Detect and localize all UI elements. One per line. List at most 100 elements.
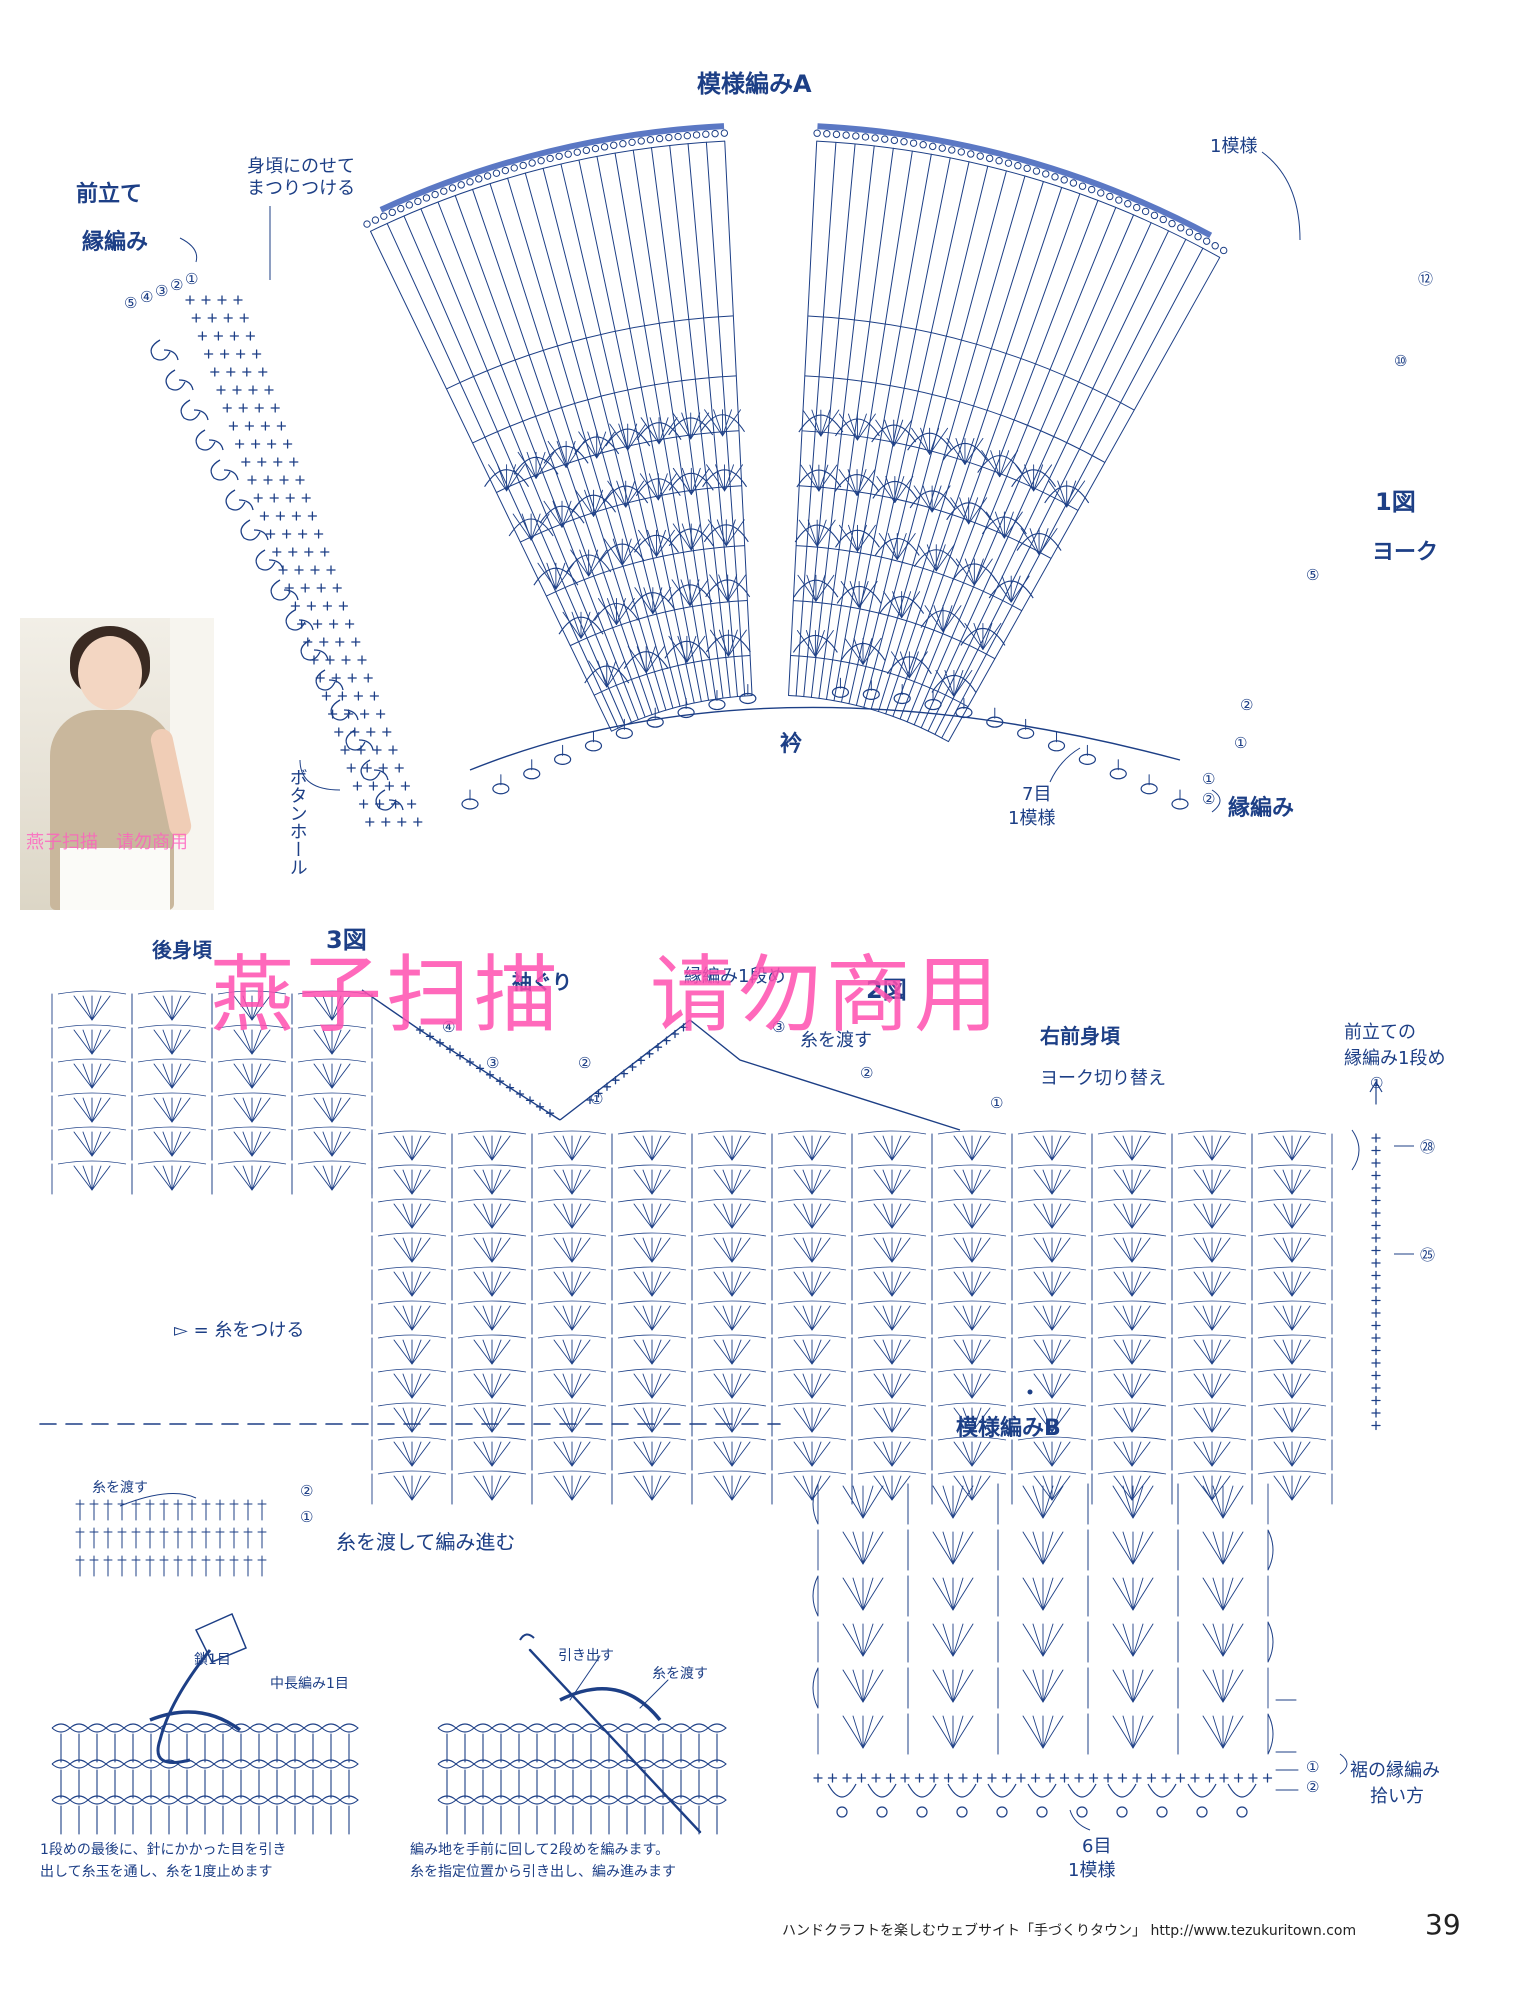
shell-stitch-1948 bbox=[971, 1441, 982, 1467]
shell-stitch-1538 bbox=[722, 1305, 733, 1331]
yoke-left-fan-143 bbox=[625, 480, 645, 508]
small-row-mark-2: ② bbox=[300, 1482, 314, 1500]
shell-stitch-1986 bbox=[402, 1475, 413, 1501]
shell-stitch-1162 bbox=[802, 1169, 813, 1195]
shell-stitch-873 bbox=[153, 1029, 173, 1055]
pattern-b-shell-2484 bbox=[862, 1485, 874, 1519]
armhole-edge-2082 bbox=[559, 1019, 691, 1121]
chain-arc-1944 bbox=[857, 1436, 927, 1441]
leader-line-2479 bbox=[569, 1655, 601, 1701]
shell-stitch-1669 bbox=[1051, 1339, 1071, 1365]
shell-stitch-1164 bbox=[811, 1169, 822, 1195]
yoke-left-fan-95 bbox=[588, 549, 608, 577]
shell-stitch-1725 bbox=[651, 1373, 671, 1399]
shell-stitch-1866 bbox=[1122, 1407, 1133, 1433]
shell-stitch-1284 bbox=[1051, 1203, 1062, 1229]
chain-arc-1056 bbox=[617, 1130, 687, 1135]
chain-arc-1784 bbox=[1177, 1368, 1247, 1373]
shell-stitch-1484 bbox=[1131, 1271, 1142, 1297]
yoke-left-picot-243 bbox=[655, 134, 664, 143]
shell-stitch-1717 bbox=[571, 1373, 591, 1399]
pattern-b-shell-2664 bbox=[862, 1715, 874, 1749]
small-carry-yarn-2274 bbox=[119, 1493, 197, 1507]
shell-stitch-1597 bbox=[1291, 1305, 1311, 1331]
shell-stitch-1860 bbox=[1051, 1407, 1062, 1433]
yoke-left-fan-193 bbox=[640, 417, 660, 445]
shell-stitch-1465 bbox=[953, 1271, 973, 1297]
shell-stitch-1917 bbox=[651, 1441, 671, 1467]
chain-arc-1616 bbox=[457, 1334, 527, 1339]
shell-stitch-893 bbox=[331, 1029, 351, 1055]
pick-up-method-label: 拾い方 bbox=[1370, 1786, 1424, 1807]
yoke-left-fan-80 bbox=[718, 574, 729, 602]
hem-edging-label: 裾の縁編み bbox=[1350, 1760, 1440, 1781]
pattern-b-shell-2629 bbox=[862, 1669, 884, 1703]
shell-stitch-965 bbox=[91, 1131, 111, 1157]
pattern-b-turn-2696 bbox=[1267, 1713, 1274, 1755]
yoke-left-fan-199 bbox=[672, 412, 692, 440]
yoke-left-fan-149 bbox=[657, 473, 677, 501]
yoke-left-spoke-20 bbox=[724, 140, 753, 696]
shell-stitch-1340 bbox=[651, 1237, 662, 1263]
chain-arc-2008 bbox=[537, 1470, 607, 1475]
row-mark-5: ⑤ bbox=[124, 294, 138, 312]
page-number: 39 bbox=[1425, 1908, 1461, 1941]
shell-stitch-946 bbox=[242, 1097, 253, 1123]
shell-stitch-1825 bbox=[713, 1407, 733, 1433]
shell-stitch-1418 bbox=[482, 1271, 493, 1297]
chain-arc-1288 bbox=[1017, 1198, 1087, 1203]
shell-stitch-1857 bbox=[1033, 1407, 1053, 1433]
fabric-left-chain-2307 bbox=[339, 1723, 359, 1733]
shell-stitch-1125 bbox=[411, 1169, 431, 1195]
chain-arc-1624 bbox=[537, 1334, 607, 1339]
shell-stitch-1404 bbox=[1291, 1237, 1302, 1263]
fabric-right-chain-2407 bbox=[707, 1723, 727, 1733]
chain-arc-992 bbox=[297, 1126, 367, 1131]
pattern-b-shell-2654 bbox=[1212, 1669, 1224, 1703]
shell-stitch-964 bbox=[91, 1131, 102, 1157]
shell-stitch-897 bbox=[73, 1063, 93, 1089]
shell-stitch-2005 bbox=[571, 1475, 591, 1501]
shell-stitch-1756 bbox=[971, 1373, 982, 1399]
yoke-right-fan-339 bbox=[807, 519, 818, 547]
yoke-right-fan-440 bbox=[946, 437, 966, 465]
shell-stitch-1474 bbox=[1042, 1271, 1053, 1297]
shell-stitch-1450 bbox=[802, 1271, 813, 1297]
shell-stitch-913 bbox=[233, 1063, 253, 1089]
pattern-b-shell-2620 bbox=[1222, 1623, 1234, 1657]
shell-stitch-1580 bbox=[1131, 1305, 1142, 1331]
chain-arc-1480 bbox=[1017, 1266, 1087, 1271]
chain-arc-1952 bbox=[937, 1436, 1007, 1441]
yoke-left-picot-229 bbox=[528, 159, 536, 167]
shell-stitch-2050 bbox=[1042, 1475, 1053, 1501]
yoke-left-fan-134 bbox=[584, 489, 595, 517]
yoke-left-fan-86 bbox=[546, 562, 557, 590]
shell-stitch-1657 bbox=[953, 1339, 973, 1365]
yoke-right-picot-467 bbox=[852, 132, 860, 140]
yoke-right-picot-464 bbox=[823, 130, 831, 138]
shell-stitch-2013 bbox=[651, 1475, 671, 1501]
pattern-b-shell-2610 bbox=[1112, 1623, 1134, 1657]
shell-stitch-1089 bbox=[1033, 1135, 1053, 1161]
shell-stitch-1801 bbox=[473, 1407, 493, 1433]
yoke-left-spoke-1 bbox=[386, 222, 619, 729]
shell-stitch-1689 bbox=[1273, 1339, 1293, 1365]
shell-stitch-1898 bbox=[482, 1441, 493, 1467]
yoke-right-ring-276 bbox=[793, 600, 996, 660]
shell-stitch-1333 bbox=[571, 1237, 591, 1263]
yoke-left-fan-61 bbox=[597, 598, 617, 625]
hem-loop-2763 bbox=[827, 1783, 857, 1798]
shell-stitch-1557 bbox=[891, 1305, 911, 1331]
shell-stitch-1034 bbox=[482, 1135, 493, 1161]
yoke-left-fan-178 bbox=[565, 440, 576, 468]
shell-stitch-953 bbox=[313, 1097, 333, 1123]
pattern-b-shell-2635 bbox=[952, 1669, 964, 1703]
shell-stitch-1644 bbox=[811, 1339, 822, 1365]
pattern-b-shell-2676 bbox=[1032, 1715, 1044, 1749]
yoke-left-spoke-18 bbox=[687, 143, 738, 697]
yoke-right-spoke-256 bbox=[825, 150, 913, 700]
hem-picot-2768 bbox=[916, 1806, 928, 1818]
shell-stitch-972 bbox=[171, 1131, 182, 1157]
chain-arc-1224 bbox=[377, 1198, 447, 1203]
pattern-b-shell-2590 bbox=[852, 1623, 864, 1657]
